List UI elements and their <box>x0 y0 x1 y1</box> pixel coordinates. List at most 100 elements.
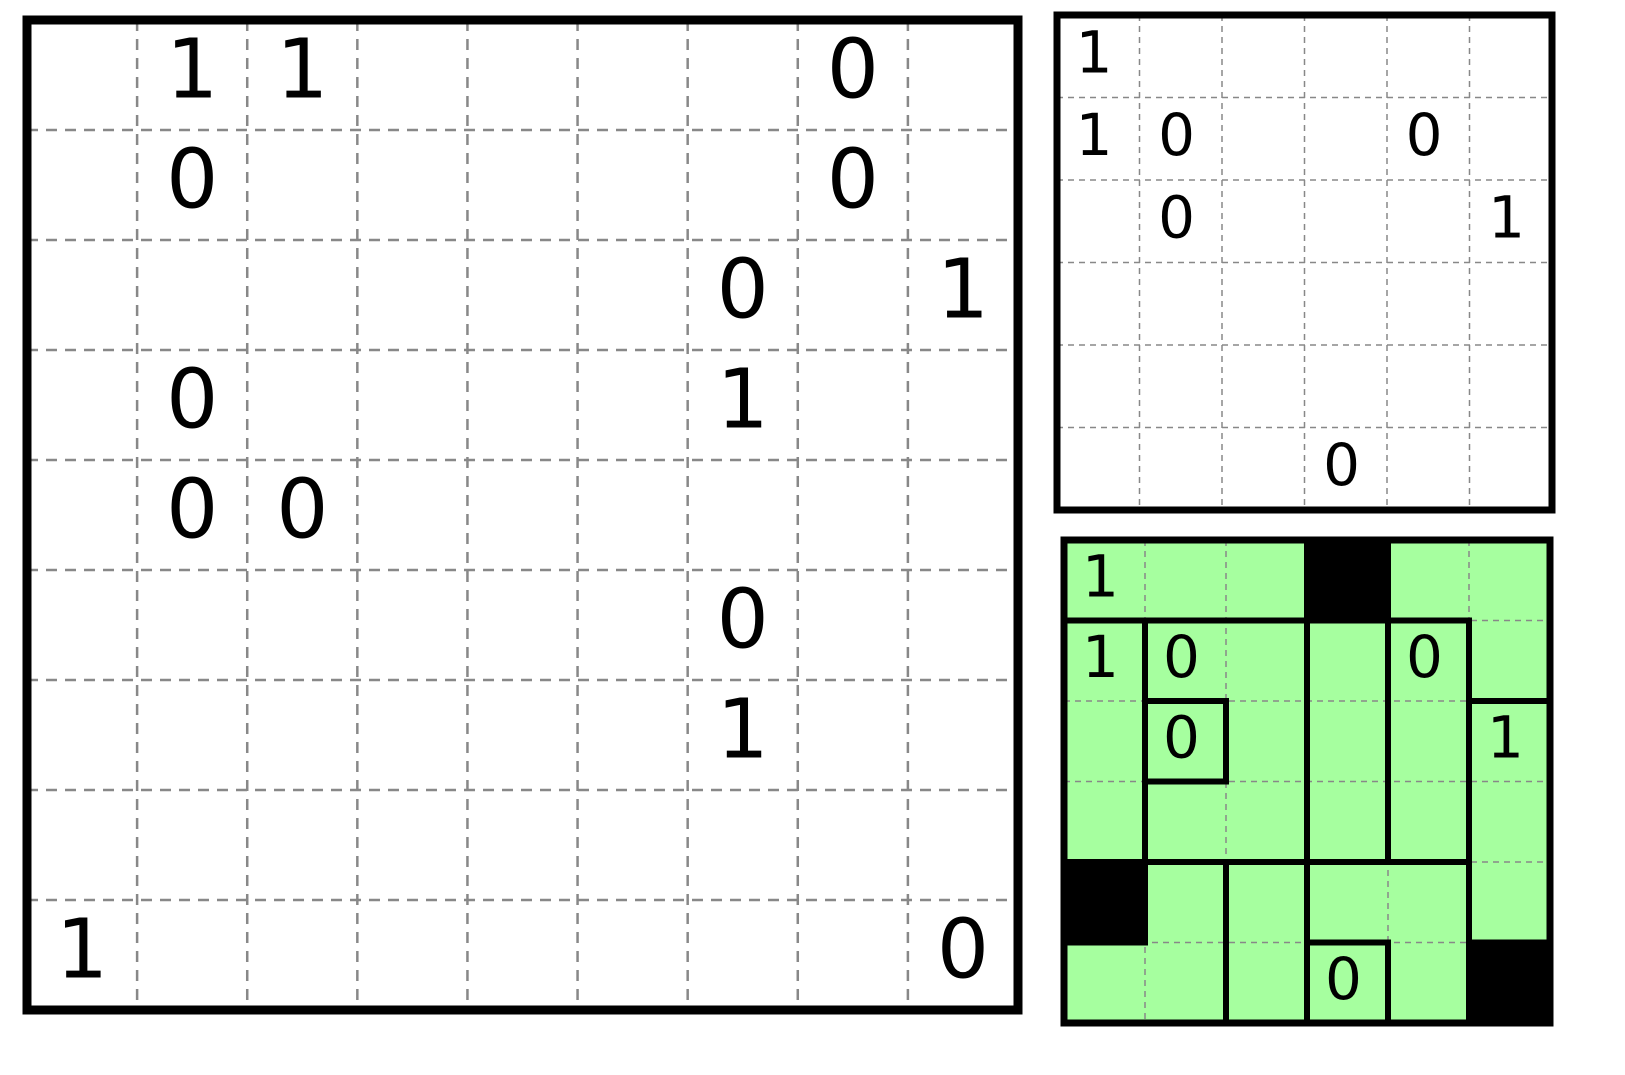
main-puzzle-clue: 0 <box>717 243 769 338</box>
main-puzzle-cell[interactable] <box>798 570 908 680</box>
main-puzzle-cell[interactable] <box>357 570 467 680</box>
main-puzzle-cell[interactable] <box>578 240 688 350</box>
main-puzzle-cell[interactable] <box>688 130 798 240</box>
example-solution-shaded-cell <box>1307 540 1389 621</box>
main-puzzle-cell[interactable] <box>27 680 137 790</box>
main-puzzle-cell[interactable] <box>27 350 137 460</box>
main-puzzle-cell[interactable] <box>578 130 688 240</box>
main-puzzle-cell[interactable] <box>27 130 137 240</box>
main-puzzle-cell[interactable] <box>467 460 577 570</box>
main-puzzle-clue: 1 <box>166 23 218 118</box>
main-puzzle-cell[interactable] <box>467 240 577 350</box>
main-puzzle-cell[interactable] <box>798 460 908 570</box>
main-puzzle-cell[interactable] <box>798 350 908 460</box>
example-solution-clue: 1 <box>1487 703 1524 771</box>
main-puzzle-cell[interactable] <box>908 460 1018 570</box>
main-puzzle-clue: 0 <box>166 463 218 558</box>
main-puzzle-cell[interactable] <box>357 130 467 240</box>
main-puzzle-cell[interactable] <box>137 240 247 350</box>
main-puzzle-cell[interactable] <box>578 350 688 460</box>
main-puzzle-cell[interactable] <box>688 790 798 900</box>
main-puzzle-cell[interactable] <box>908 790 1018 900</box>
example-solution-shaded-cell <box>1469 942 1551 1024</box>
main-puzzle-cell[interactable] <box>688 900 798 1010</box>
main-puzzle-cell[interactable] <box>688 20 798 130</box>
main-puzzle-clue: 0 <box>937 903 989 998</box>
main-puzzle-border <box>22 15 1023 1015</box>
main-puzzle-cell[interactable] <box>357 350 467 460</box>
main-puzzle-clue: 1 <box>276 23 328 118</box>
main-puzzle-cell[interactable] <box>27 240 137 350</box>
main-puzzle-cell[interactable] <box>908 570 1018 680</box>
main-puzzle-cell[interactable] <box>357 900 467 1010</box>
main-puzzle-clue: 0 <box>827 23 879 118</box>
example-solution-shaded-cell <box>1064 862 1146 943</box>
main-puzzle-cell[interactable] <box>578 790 688 900</box>
main-puzzle-cell[interactable] <box>578 570 688 680</box>
main-puzzle-cell[interactable] <box>908 680 1018 790</box>
main-puzzle-cell[interactable] <box>578 460 688 570</box>
main-puzzle-clue: 0 <box>827 133 879 228</box>
main-puzzle-clue: 0 <box>166 353 218 448</box>
main-puzzle-cell[interactable] <box>467 900 577 1010</box>
main-puzzle-cell[interactable] <box>798 790 908 900</box>
example-solution-clue: 0 <box>1325 945 1362 1013</box>
main-puzzle-cell[interactable] <box>467 350 577 460</box>
example-puzzle-clue: 1 <box>1488 183 1525 251</box>
main-puzzle-cell[interactable] <box>247 130 357 240</box>
main-puzzle-cell[interactable] <box>798 900 908 1010</box>
main-puzzle-cell[interactable] <box>467 790 577 900</box>
main-puzzle-cell[interactable] <box>908 130 1018 240</box>
example-puzzle-clue: 0 <box>1323 431 1360 499</box>
main-puzzle-cell[interactable] <box>467 680 577 790</box>
example-solution-clue: 1 <box>1082 542 1119 610</box>
main-puzzle-cell[interactable] <box>467 20 577 130</box>
example-puzzle-clue: 0 <box>1158 183 1195 251</box>
main-puzzle-cell[interactable] <box>467 130 577 240</box>
main-puzzle-cell[interactable] <box>578 680 688 790</box>
main-puzzle-background <box>27 20 1018 1010</box>
main-puzzle-cell[interactable] <box>137 900 247 1010</box>
example-puzzle-clue: 1 <box>1076 18 1113 86</box>
main-puzzle-clue: 1 <box>717 353 769 448</box>
main-puzzle-cell[interactable] <box>247 240 357 350</box>
main-puzzle-cell[interactable] <box>247 790 357 900</box>
main-puzzle-cell[interactable] <box>137 570 247 680</box>
main-puzzle-cell[interactable] <box>27 20 137 130</box>
example-puzzle-clue: 1 <box>1076 101 1113 169</box>
example-puzzle-clue: 0 <box>1158 101 1195 169</box>
example-solution-border <box>1060 536 1554 1027</box>
main-puzzle-cell[interactable] <box>357 680 467 790</box>
example-solution-clue: 0 <box>1163 703 1200 771</box>
main-puzzle-clue: 1 <box>937 243 989 338</box>
main-puzzle-cell[interactable] <box>908 350 1018 460</box>
example-puzzle-clue: 0 <box>1406 101 1443 169</box>
main-puzzle-cell[interactable] <box>798 680 908 790</box>
main-puzzle-cell[interactable] <box>27 460 137 570</box>
main-puzzle-cell[interactable] <box>247 680 357 790</box>
main-puzzle-clue: 1 <box>56 903 108 998</box>
main-puzzle-cell[interactable] <box>357 790 467 900</box>
main-puzzle-cell[interactable] <box>27 790 137 900</box>
main-puzzle-clue: 0 <box>166 133 218 228</box>
main-puzzle-cell[interactable] <box>247 350 357 460</box>
main-puzzle-cell[interactable] <box>357 240 467 350</box>
main-puzzle-cell[interactable] <box>247 570 357 680</box>
main-puzzle-cell[interactable] <box>688 460 798 570</box>
main-puzzle-cell[interactable] <box>137 680 247 790</box>
main-puzzle-cell[interactable] <box>798 240 908 350</box>
main-puzzle-cell[interactable] <box>27 570 137 680</box>
main-puzzle-cell[interactable] <box>247 900 357 1010</box>
example-solution-clue: 1 <box>1082 623 1119 691</box>
main-puzzle-cell[interactable] <box>578 20 688 130</box>
main-puzzle-cell[interactable] <box>137 790 247 900</box>
main-puzzle-cell[interactable] <box>467 570 577 680</box>
main-puzzle-cell[interactable] <box>357 460 467 570</box>
main-puzzle-cell[interactable] <box>357 20 467 130</box>
main-puzzle-cell[interactable] <box>908 20 1018 130</box>
main-puzzle-cell[interactable] <box>578 900 688 1010</box>
